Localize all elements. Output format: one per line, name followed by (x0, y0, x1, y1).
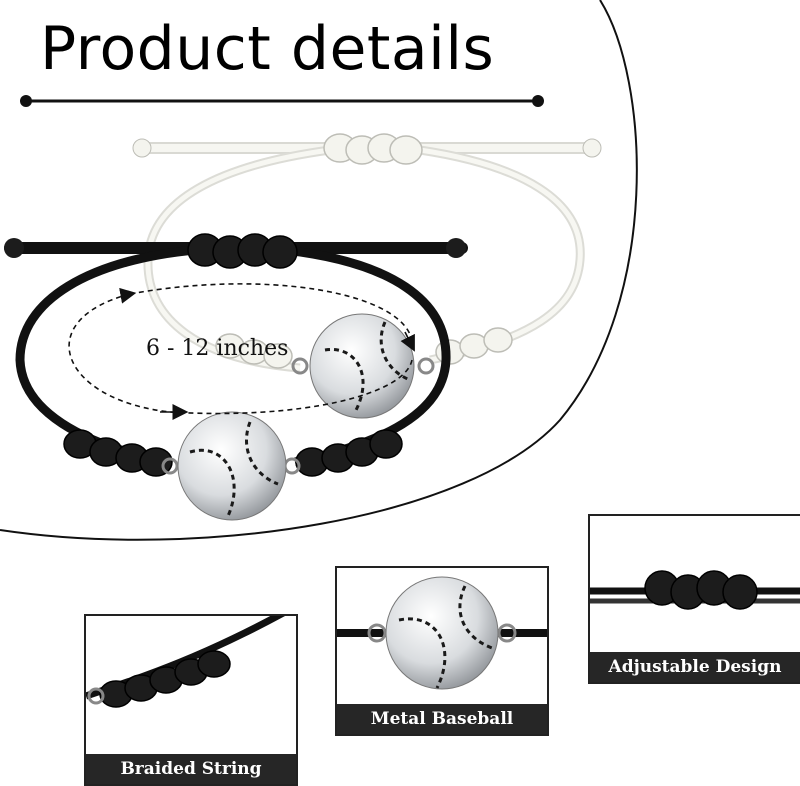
detail-adjustable-design: Adjustable Design (588, 514, 800, 684)
page-title: Product details (40, 14, 495, 84)
caption-metal-baseball: Metal Baseball (337, 704, 547, 734)
circle-frame (0, 0, 638, 541)
caption-adjustable-design: Adjustable Design (590, 652, 800, 682)
detail-braided-string: Braided String (84, 614, 298, 786)
white-bracelet (132, 133, 602, 419)
size-range-label: 6 - 12 inches (146, 336, 289, 361)
braided-string-image (86, 616, 285, 708)
size-arrow (68, 283, 415, 420)
metal-baseball-image (337, 576, 547, 690)
caption-braided-string: Braided String (86, 754, 296, 784)
detail-metal-baseball: Metal Baseball (335, 566, 549, 736)
adjustable-design-image (590, 570, 800, 610)
black-bracelet (4, 233, 468, 521)
